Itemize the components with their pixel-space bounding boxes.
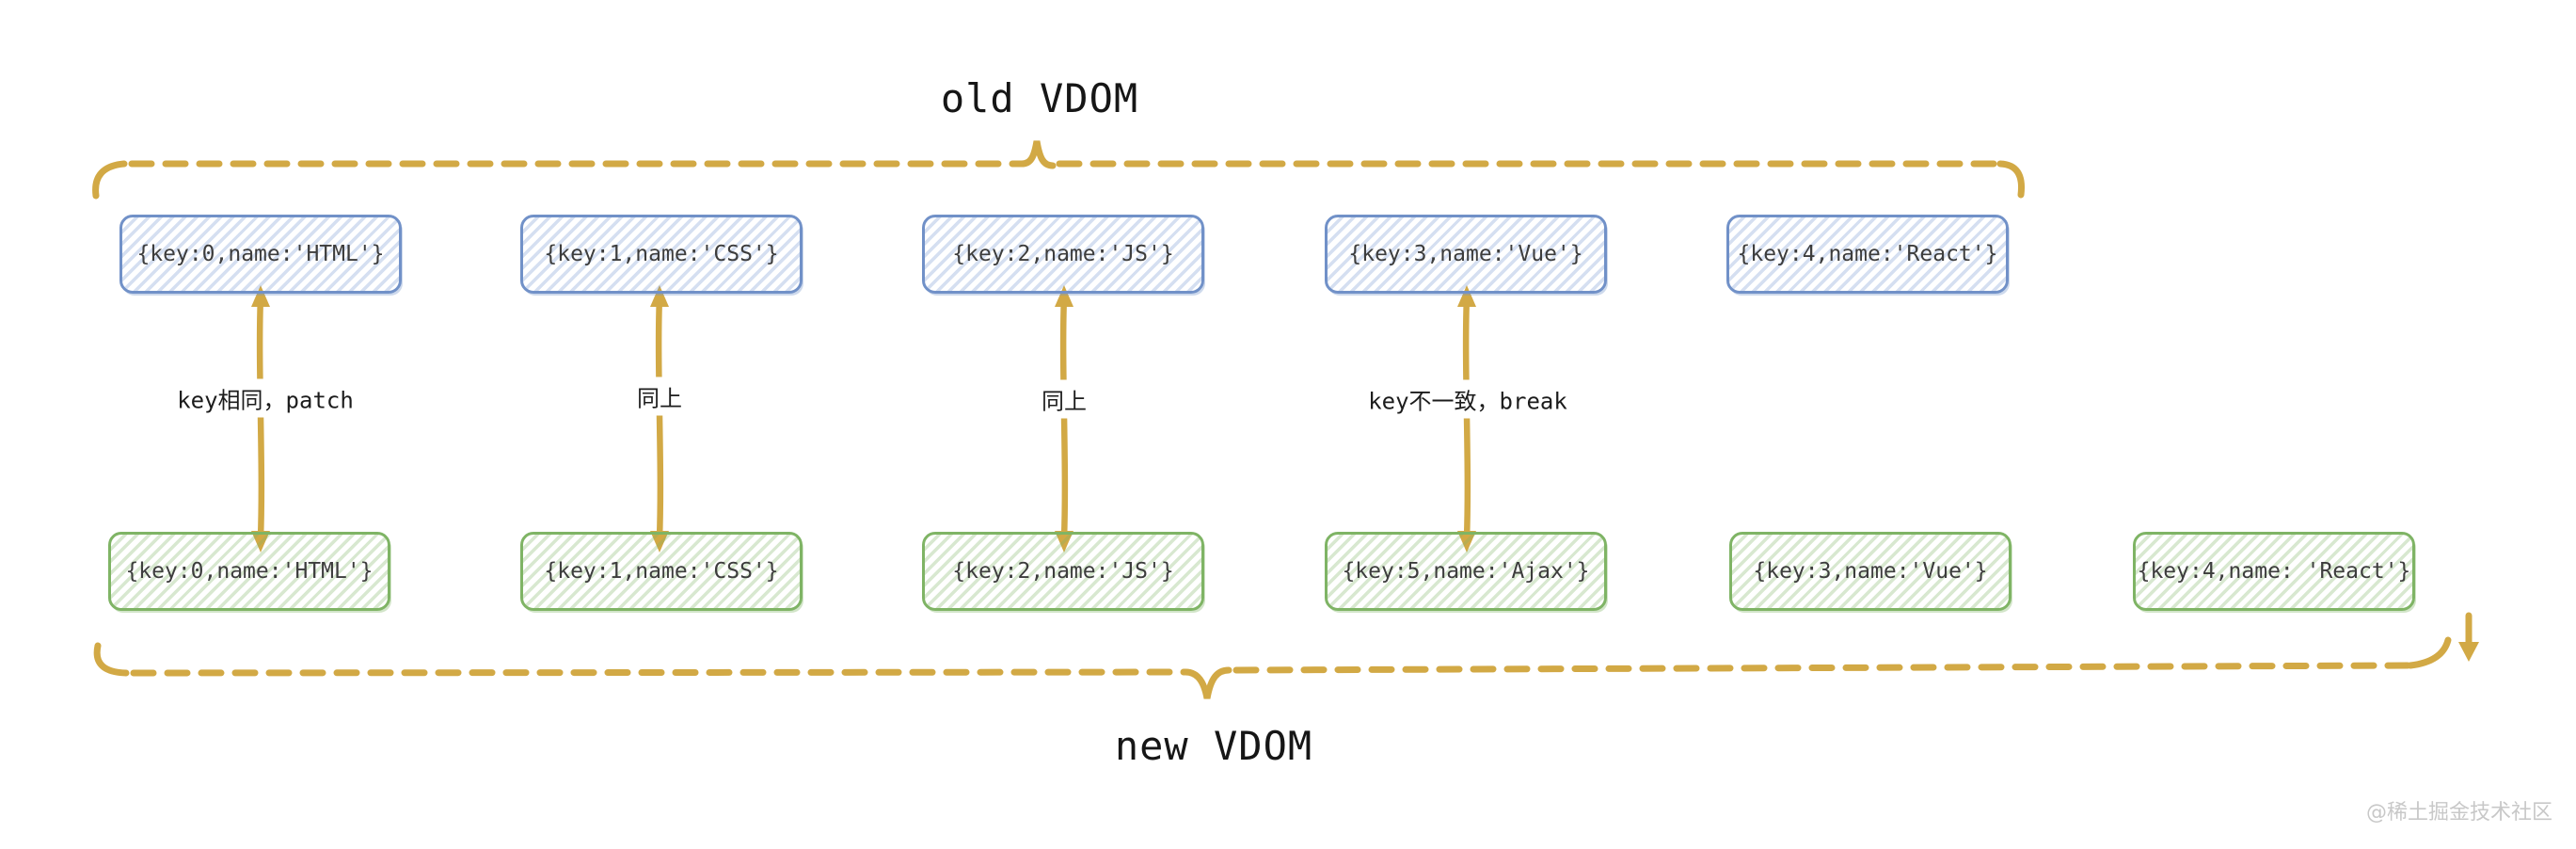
old-vdom-node: {key:3,name:'Vue'} — [1325, 215, 1607, 294]
old-brace-right-hook — [1996, 160, 2026, 199]
new-brace-dash-right — [1232, 662, 2414, 674]
old-vdom-node: {key:1,name:'CSS'} — [520, 215, 803, 294]
old-brace-left-hook — [92, 160, 128, 200]
new-vdom-title: new VDOM — [1114, 723, 1313, 769]
connector-label-ditto-2: 同上 — [1036, 379, 1092, 419]
connector-line-1 — [256, 296, 265, 539]
new-vdom-node: {key:2,name:'JS'} — [922, 532, 1204, 611]
connector-label-break: key不一致，break — [1362, 379, 1573, 419]
watermark: @稀土掘金技术社区 — [2365, 801, 2552, 825]
new-brace-center-curl — [1182, 666, 1232, 699]
new-brace-end-arrowhead — [2458, 642, 2479, 662]
new-brace-right-hook — [2407, 636, 2452, 669]
new-brace-left-hook — [93, 642, 130, 677]
new-vdom-node: {key:3,name:'Vue'} — [1729, 532, 2012, 611]
old-vdom-node: {key:4,name:'React'} — [1726, 215, 2009, 294]
old-brace-center-curl — [1018, 140, 1057, 169]
connector-label-ditto-1: 同上 — [631, 376, 688, 416]
old-vdom-node: {key:2,name:'JS'} — [922, 215, 1204, 294]
new-vdom-node: {key:1,name:'CSS'} — [520, 532, 803, 611]
old-vdom-title: old VDOM — [940, 75, 1139, 121]
new-vdom-node: {key:5,name:'Ajax'} — [1325, 532, 1607, 611]
connector-label-patch: key相同，patch — [171, 378, 359, 418]
old-vdom-node: {key:0,name:'HTML'} — [119, 215, 402, 294]
new-brace-dash-left — [130, 668, 1189, 677]
connector-line-2 — [655, 296, 664, 539]
new-vdom-node: {key:4,name: 'React'} — [2133, 532, 2415, 611]
new-vdom-node: {key:0,name:'HTML'} — [108, 532, 390, 611]
